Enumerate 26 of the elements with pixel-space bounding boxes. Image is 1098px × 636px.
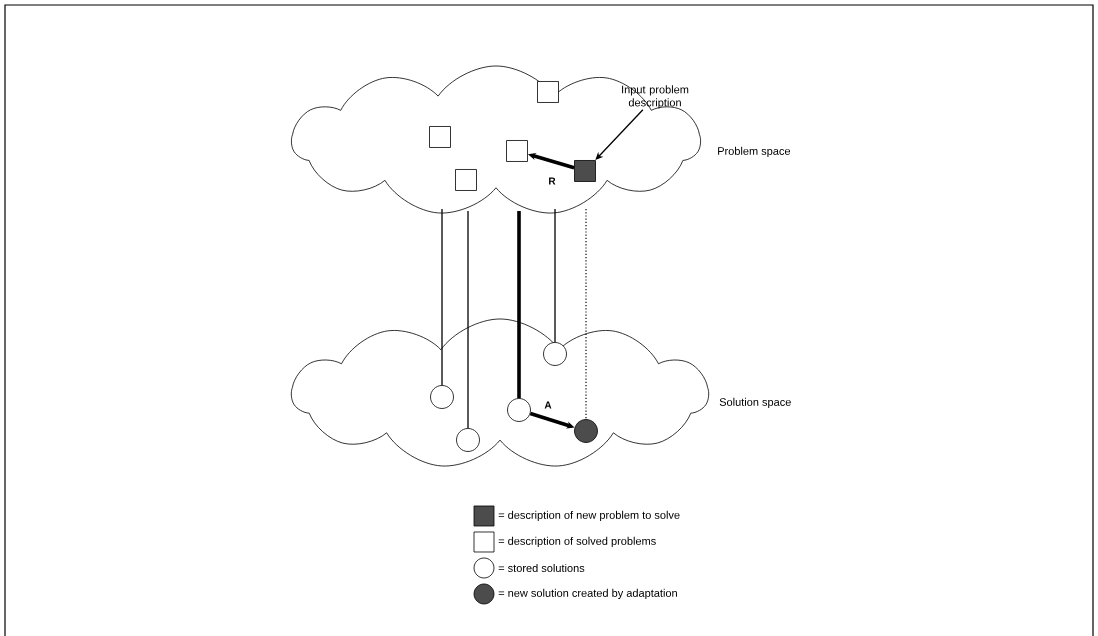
connector-line [517,211,521,399]
connector-line [441,208,443,386]
cloud [291,65,701,214]
connector-line [554,208,556,343]
circle [543,342,567,366]
legend-text: = description of solved problems [498,536,656,548]
circle [507,398,531,422]
square [455,169,477,191]
cloud [290,318,710,467]
square [506,140,528,162]
space-label: Solution space [719,397,791,409]
circle [430,385,454,409]
edge-label: A [543,400,553,410]
circle [574,419,598,443]
circle [456,428,480,452]
square [537,81,559,103]
connector-line [467,210,469,429]
legend-text: = stored solutions [498,563,585,573]
legend-text: = new solution created by adaptation [498,588,677,600]
connector-line [585,208,587,420]
square [574,160,596,182]
space-label: Problem space [718,146,791,158]
legend-text: = description of new problem to solve [498,510,680,522]
square [429,126,451,148]
callout-text: Input problem description [622,85,689,109]
edge-label: R [547,176,557,186]
